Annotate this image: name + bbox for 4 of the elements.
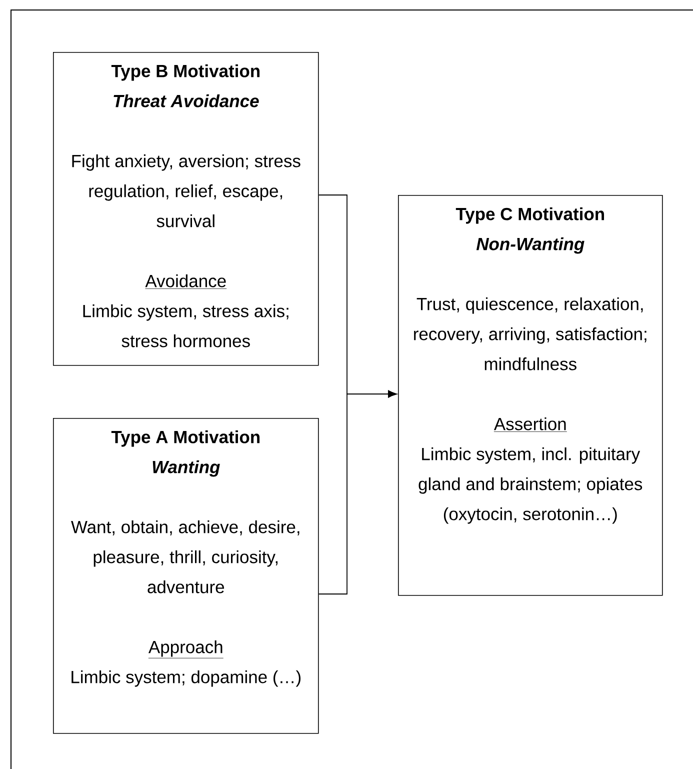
text-box: Type C Motivation Non-Wanting Trust, quiescence, relaxation, recovery, arriving, satisfaction; mindfulness Assertion Limbic system, incl. pituitary gland and brainstem; opiates (oxytocin, serotonin…) (398, 195, 663, 596)
arrow (318, 390, 397, 594)
text-box: Type A Motivation Wanting Want, obtain, achieve, desire, pleasure, thrill, curiosity, adventure Approach Limbic system; dopamine (…) (53, 418, 319, 734)
text-box: Type B Motivation Threat Avoidance Fight anxiety, aversion; stress regulation, relief, escape, survival Avoidance Limbic system, stress axis; stress hormones (53, 52, 319, 366)
